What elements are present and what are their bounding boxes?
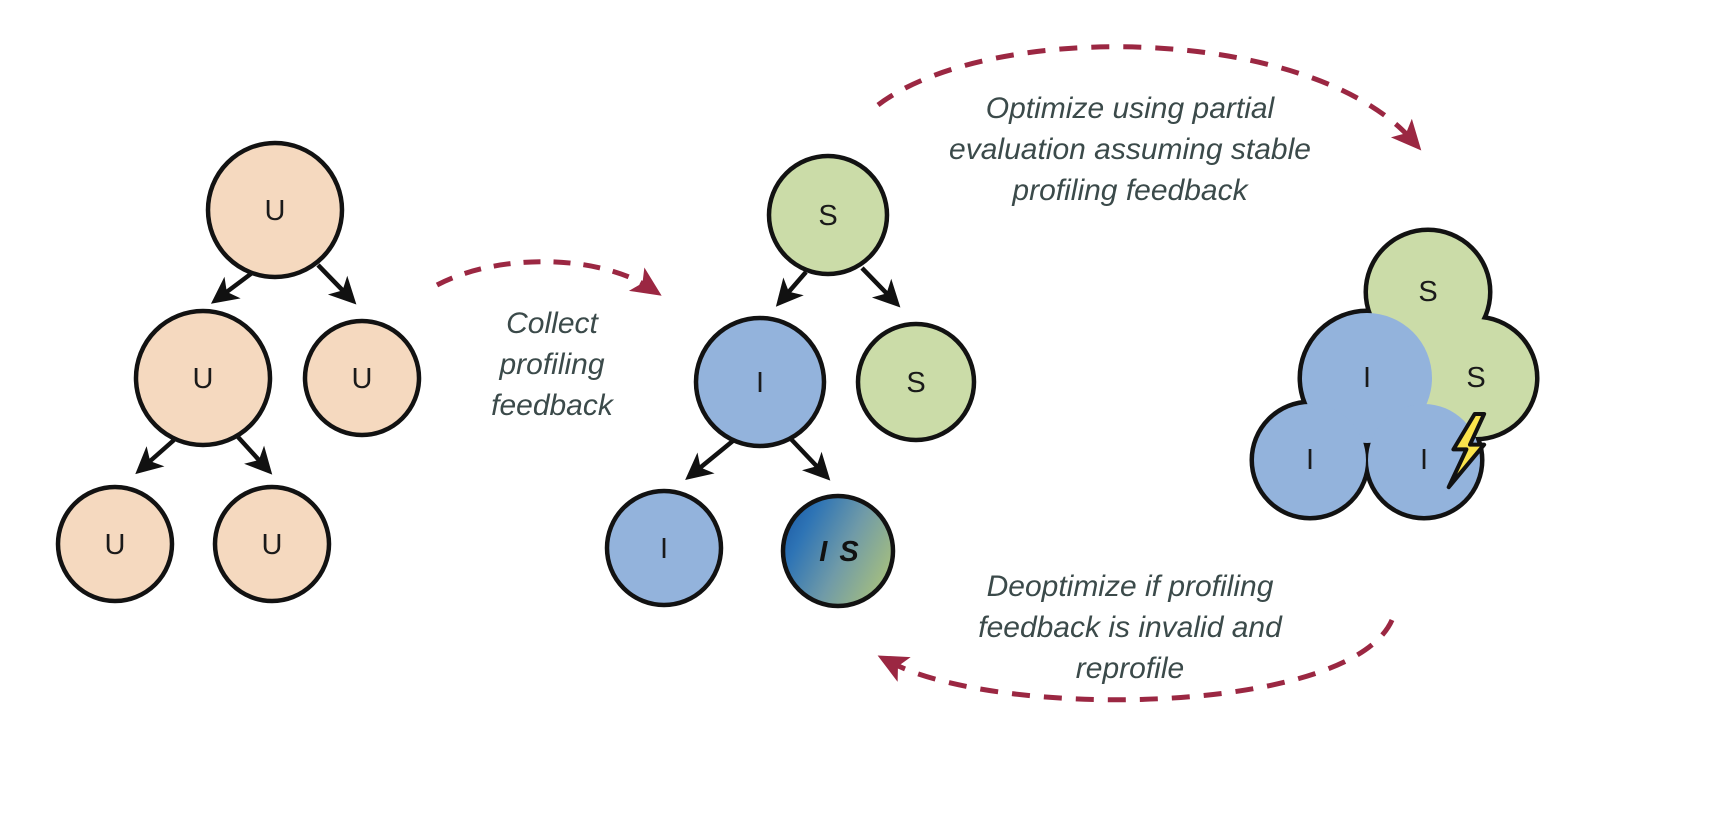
tree-node[interactable]: U — [133, 308, 273, 448]
node-circle[interactable] — [855, 321, 977, 443]
edge-l-ll — [685, 438, 736, 480]
edge-root-right — [316, 263, 357, 305]
tree-node[interactable]: U — [302, 318, 422, 438]
tree-node-dual[interactable]: I S — [780, 493, 896, 609]
tree-node[interactable]: I — [604, 488, 724, 608]
node-label: I — [1420, 444, 1428, 476]
collect-caption: Collect profiling feedback — [491, 307, 613, 422]
node-label: I S — [819, 536, 860, 568]
edge-root-left — [210, 271, 254, 304]
merged-blob: S I S I I — [1249, 227, 1540, 521]
node-label: I — [756, 367, 764, 399]
node-label: S — [1418, 276, 1437, 308]
node-label: U — [105, 529, 126, 561]
optimize-caption: Optimize using partial evaluation assumi… — [949, 92, 1311, 207]
node-label: U — [262, 529, 283, 561]
merged-node[interactable]: I — [1363, 362, 1371, 394]
tree-edges — [685, 266, 901, 481]
edge-root-right — [860, 266, 901, 308]
edge-l-lr — [236, 435, 273, 475]
node-circle[interactable] — [693, 315, 827, 449]
unprofiled-tree: U U U U U — [55, 140, 422, 604]
collect-flow-arrow — [435, 259, 662, 296]
edge-root-left — [775, 270, 808, 307]
node-label: U — [352, 363, 373, 395]
merged-node[interactable]: S — [1466, 362, 1485, 394]
tree-node[interactable]: U — [205, 140, 345, 280]
merged-node[interactable]: S — [1418, 276, 1437, 308]
node-label: U — [193, 363, 214, 395]
bolt-shape — [1446, 411, 1487, 490]
node-circle[interactable] — [205, 140, 345, 280]
node-circle[interactable] — [133, 308, 273, 448]
merged-node[interactable]: I — [1306, 444, 1314, 476]
tree-node[interactable]: S — [766, 153, 890, 277]
node-label: S — [906, 367, 925, 399]
blob-outline — [1249, 227, 1540, 521]
lightning-bolt-icon — [1446, 411, 1487, 490]
node-circle[interactable] — [604, 488, 724, 608]
node-circle[interactable] — [766, 153, 890, 277]
node-circle[interactable] — [302, 318, 422, 438]
merged-node[interactable]: I — [1420, 444, 1428, 476]
tree-edges — [135, 263, 357, 475]
tree-node[interactable]: U — [212, 484, 332, 604]
profiled-tree: S I S I I S — [604, 153, 977, 609]
tree-node[interactable]: I — [693, 315, 827, 449]
edge-l-lr — [788, 436, 831, 481]
node-circle[interactable] — [55, 484, 175, 604]
node-label: U — [265, 195, 286, 227]
tree-node[interactable]: U — [55, 484, 175, 604]
node-label: S — [1466, 362, 1485, 394]
edge-l-ll — [135, 438, 176, 475]
node-circle[interactable] — [780, 493, 896, 609]
node-label: I — [660, 533, 668, 565]
deoptimize-caption: Deoptimize if profiling feedback is inva… — [978, 570, 1282, 685]
node-circle[interactable] — [212, 484, 332, 604]
deoptimize-flow-arrow — [877, 618, 1395, 703]
node-label: I — [1363, 362, 1371, 394]
tree-node[interactable]: S — [855, 321, 977, 443]
node-label: S — [818, 200, 837, 232]
optimize-flow-arrow — [876, 44, 1422, 151]
node-label: I — [1306, 444, 1314, 476]
